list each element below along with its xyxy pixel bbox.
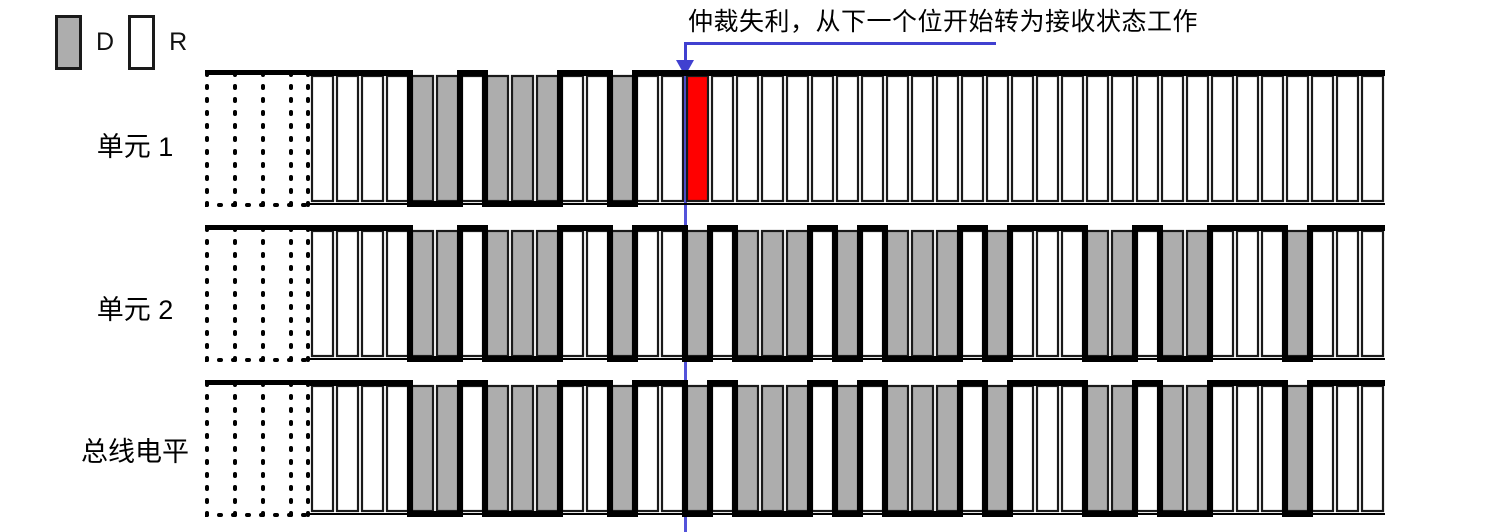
continuation-dots-bus-level <box>203 380 312 517</box>
row-label-unit-1: 单元 1 <box>96 132 174 162</box>
waveform-row-unit-1 <box>203 70 1387 207</box>
row-label-unit-2: 单元 2 <box>96 295 174 325</box>
waveform-bus-level <box>310 380 1385 517</box>
waveform-row-bus-level <box>203 380 1387 517</box>
legend-recessive-label: R <box>169 27 188 56</box>
legend-dominant-label: D <box>96 27 115 56</box>
waveform-unit-1 <box>310 70 1385 207</box>
annotation-label: 仲裁失利，从下一个位开始转为接收状态工作 <box>688 8 1199 36</box>
legend-recessive-swatch <box>128 14 156 70</box>
annotation-leader-line <box>684 42 996 45</box>
waveform-unit-2 <box>310 225 1385 362</box>
legend-dominant-swatch <box>55 14 82 70</box>
waveform-row-unit-2 <box>203 225 1387 362</box>
legend: D R <box>55 13 201 71</box>
annotation-arrow-stem <box>684 42 687 72</box>
continuation-dots-unit-2 <box>203 225 312 362</box>
row-label-bus-level: 总线电平 <box>81 437 189 467</box>
continuation-dots-unit-1 <box>203 70 312 207</box>
